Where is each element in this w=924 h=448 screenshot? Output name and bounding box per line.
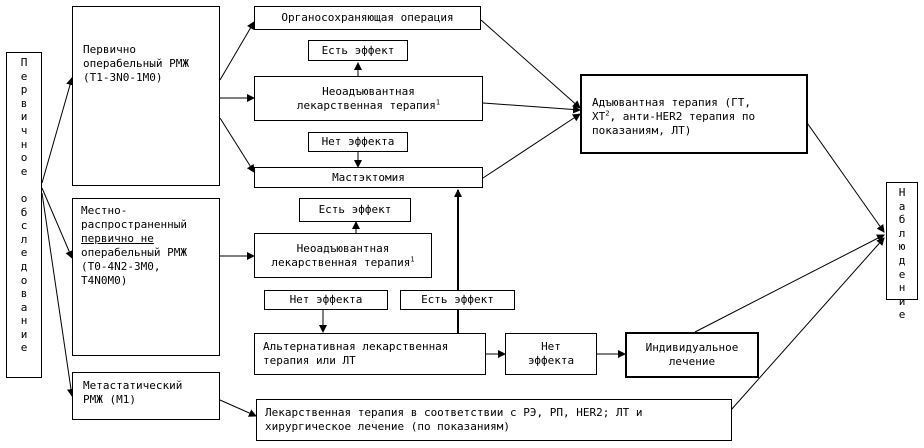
- arrow-organ-to-adjuvant: [480, 19, 581, 109]
- adjuvant-line2a: ХТ: [592, 110, 606, 123]
- metastatic-box: Метастатический РМЖ (M1): [72, 372, 220, 420]
- individual-line2: лечение: [668, 355, 716, 368]
- individual-line1: Индивидуальное: [645, 341, 739, 354]
- no-effect-alt-line1: Нет: [541, 340, 561, 353]
- arrow-to-metastatic-treatment: [219, 399, 257, 417]
- locally-advanced-line3: первично не: [81, 232, 154, 245]
- adjuvant-line2b: , анти-HER2 терапия по: [609, 110, 756, 123]
- primary-operable-line1: Первично: [83, 43, 136, 56]
- effect-yes-mid-node: Есть эффект: [299, 198, 411, 222]
- no-effect-alt-node: Нет эффекта: [505, 333, 597, 375]
- locally-advanced-line6: T4N0M0): [81, 274, 128, 287]
- adjuvant-line1: Адъювантная терапия (ГТ,: [592, 96, 751, 109]
- adjuvant-line2-wrap: ХТ2, анти-HER2 терапия по: [592, 110, 802, 124]
- arrow-treatment-to-observation: [730, 237, 885, 411]
- neoadjuvant-top-node: Неоадъювантная лекарственная терапия1: [254, 76, 483, 121]
- primary-operable-box: Первично операбельный РМЖ (T1-3N0-1M0): [72, 6, 220, 186]
- arrow-individual-to-observation: [694, 234, 885, 333]
- no-effect-top-node: Нет эффекта: [308, 132, 408, 152]
- neoadjuvant-top-line1: Неоадъювантная: [322, 84, 415, 98]
- alternative-line2: терапия или ЛТ: [263, 354, 356, 367]
- arrow-to-mastectomy: [219, 117, 255, 173]
- footnote-1-top: 1: [435, 97, 441, 106]
- initial-exam-panel: [6, 52, 42, 378]
- effect-yes-top-node: Есть эффект: [308, 40, 408, 61]
- arrow-to-locally-advanced: [41, 187, 73, 259]
- locally-advanced-line2: распространенный: [81, 218, 187, 231]
- arrow-to-organ-preserving: [219, 21, 255, 81]
- locally-advanced-box: Местно- распространенный первично не опе…: [72, 198, 220, 356]
- individual-node: Индивидуальное лечение: [625, 332, 759, 378]
- locally-advanced-line5: (T0-4N2-3M0,: [81, 260, 161, 273]
- alternative-node: Альтернативная лекарственная терапия или…: [254, 333, 486, 375]
- locally-advanced-line1: Местно-: [81, 204, 128, 217]
- neoadjuvant-mid-line1: Неоадъювантная: [296, 241, 390, 255]
- arrow-to-metastatic: [41, 192, 75, 397]
- metastatic-treatment-line1: Лекарственная терапия в соответствии с Р…: [265, 406, 643, 419]
- metastatic-line2: РМЖ (M1): [83, 393, 136, 406]
- effect-yes-right-node: Есть эффект: [400, 290, 515, 310]
- mastectomy-node: Мастэктомия: [254, 167, 483, 188]
- primary-operable-line3: (T1-3N0-1M0): [83, 71, 163, 84]
- arrow-to-primary-operable: [41, 77, 74, 184]
- neoadjuvant-mid-line2: лекарственная терапия: [271, 255, 411, 269]
- footnote-1-mid: 1: [410, 254, 415, 263]
- no-effect-mid-node: Нет эффекта: [264, 290, 388, 310]
- arrow-mastectomy-to-adjuvant: [482, 113, 581, 179]
- adjuvant-node: Адъювантная терапия (ГТ, ХТ2, анти-HER2 …: [580, 74, 808, 154]
- no-effect-alt-line2: эффекта: [527, 354, 575, 367]
- metastatic-line1: Метастатический: [83, 379, 183, 392]
- footnote-2: 2: [605, 109, 610, 118]
- metastatic-treatment-line2: хирургическое лечение (по показаниям): [265, 420, 511, 433]
- observation-panel: [886, 182, 918, 300]
- adjuvant-line3: показаниям, ЛТ): [592, 124, 692, 137]
- neoadjuvant-mid-line2-wrap: лекарственная терапия1: [271, 254, 415, 270]
- locally-advanced-line4: операбельный РМЖ: [81, 246, 187, 259]
- arrow-neoadj-to-adjuvant: [482, 102, 581, 114]
- metastatic-treatment-node: Лекарственная терапия в соответствии с Р…: [256, 399, 732, 441]
- organ-preserving-node: Органосохраняющая операция: [254, 6, 481, 30]
- initial-exam-label: П е р в и ч н о е о б с л е д о в а н и …: [20, 56, 28, 355]
- primary-operable-line2: операбельный РМЖ: [83, 57, 189, 70]
- alternative-line1: Альтернативная лекарственная: [263, 340, 449, 353]
- neoadjuvant-top-line2-wrap: лекарственная терапия1: [296, 97, 441, 113]
- neoadjuvant-mid-node: Неоадъювантная лекарственная терапия1: [254, 233, 432, 278]
- arrow-adjuvant-to-observation: [797, 109, 885, 233]
- neoadjuvant-top-line2: лекарственная терапия: [296, 98, 436, 112]
- observation-label: Н а б л ю д е н и е: [898, 186, 906, 322]
